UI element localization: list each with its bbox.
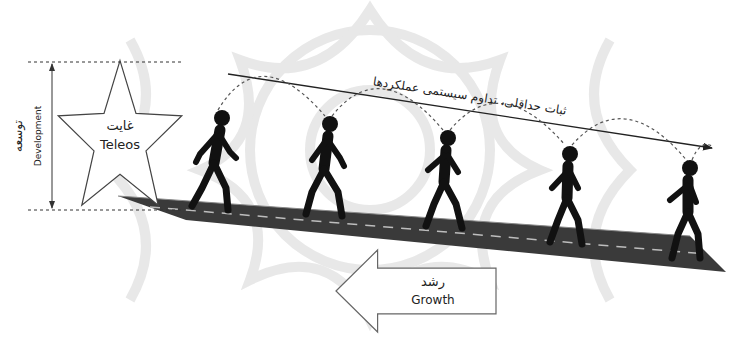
node-text: رشد bbox=[421, 275, 445, 290]
walking-figures bbox=[192, 110, 700, 258]
node-outline bbox=[55, 60, 185, 212]
road bbox=[118, 196, 726, 272]
dimension-label: توسعه bbox=[11, 120, 25, 152]
star-shape: غایت Teleos bbox=[55, 60, 185, 212]
node-outline-path bbox=[336, 250, 496, 332]
node-text: غایت bbox=[106, 119, 133, 134]
arrow-shape: رشد Growth bbox=[336, 250, 496, 332]
dimension-label: Development bbox=[33, 106, 43, 167]
node-outline bbox=[336, 250, 496, 332]
node-outline-path bbox=[58, 61, 182, 206]
node-text: Growth bbox=[411, 294, 454, 308]
node-text: Teleos bbox=[100, 138, 140, 153]
continuity-arrow bbox=[228, 74, 712, 148]
